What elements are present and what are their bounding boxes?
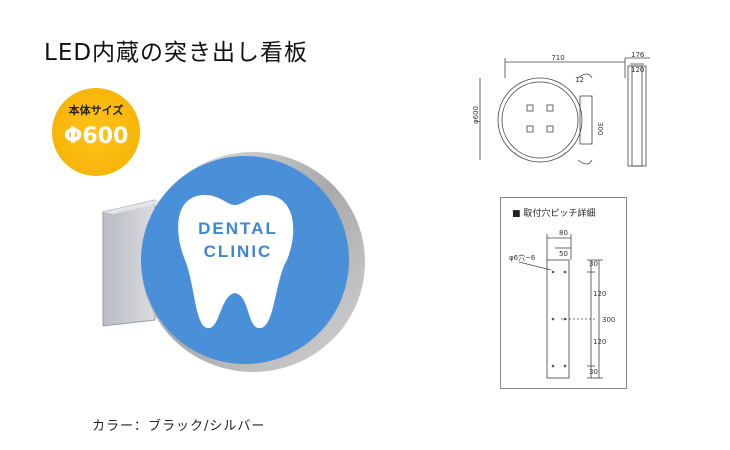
dim-gap: 12 [575,76,584,84]
detail-dim-50: 50 [559,250,568,258]
detail-dim-80: 80 [559,229,568,237]
dimension-drawing: 710 12 φ600 300 176 120 [472,51,650,167]
detail-hole: φ6穴~6 [509,253,536,262]
sign-product-image: DENTAL CLINIC [102,152,365,372]
badge-label: 本体サイズ [68,104,124,117]
size-badge: 本体サイズ Φ600 [52,88,140,176]
detail-dim-30b: 30 [589,368,598,376]
page-title: LED内蔵の突き出し看板 [44,40,309,66]
detail-dim-30a: 30 [589,260,598,268]
detail-dim-300: 300 [602,316,615,324]
sign-text-line1: DENTAL [198,219,278,238]
dim-plate: 300 [596,122,604,135]
dim-depth: 176 [631,51,645,59]
color-note: カラー：ブラック/シルバー [92,419,266,434]
tooth-icon [178,195,294,329]
sign-text-line2: CLINIC [204,242,273,261]
detail-dim-120a: 120 [593,290,606,298]
badge-value: Φ600 [63,124,129,149]
dim-depth-inner: 120 [631,66,644,74]
dim-diameter: φ600 [472,106,480,124]
mounting-detail-drawing: 80 50 φ6穴~6 30 120 300 120 30 [509,229,615,379]
mounting-detail-panel: 80 50 φ6穴~6 30 120 300 120 30 ■ 取付穴ピッチ詳細 [500,197,627,389]
dim-width: 710 [551,54,564,62]
detail-dim-120b: 120 [593,338,606,346]
detail-title: ■ 取付穴ピッチ詳細 [512,209,596,219]
